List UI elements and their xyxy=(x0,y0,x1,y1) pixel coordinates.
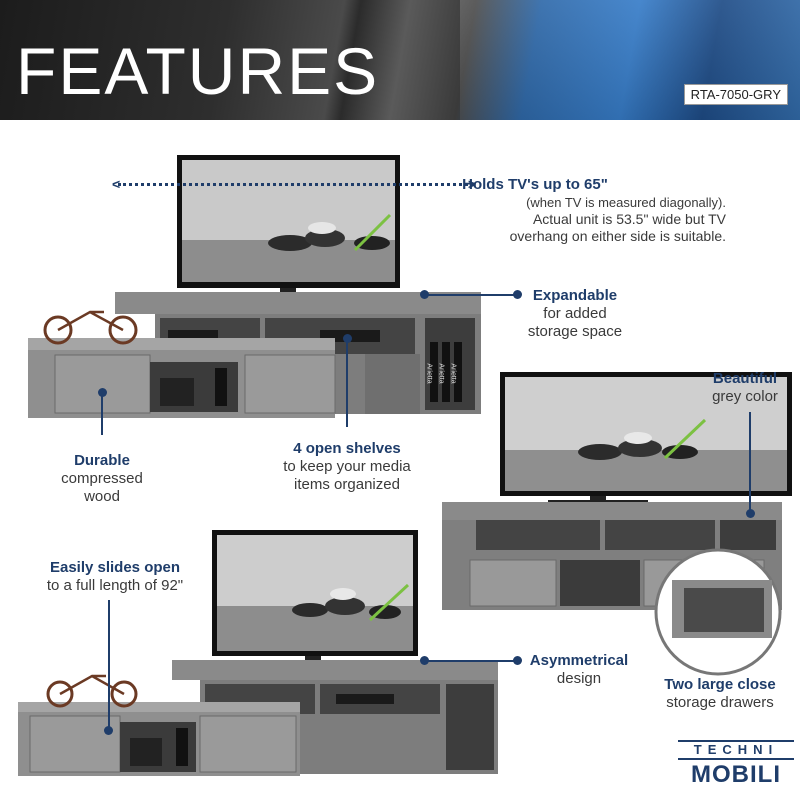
tv-width-dotted-arrow xyxy=(118,183,474,186)
slides-line1: to a full length of 92" xyxy=(46,577,184,594)
slides-heading: Easily slides open xyxy=(49,559,181,576)
shelves-line1: to keep your media xyxy=(283,458,411,475)
book-spine: Arietta xyxy=(437,363,445,384)
expandable-line1: for added xyxy=(543,305,607,322)
book-spine: Arietta xyxy=(425,363,433,384)
drawers-heading: Two large close xyxy=(664,676,776,693)
book-spine: Arietta xyxy=(449,363,457,384)
arrow-left-icon: < xyxy=(112,176,121,192)
shelves-line2: items organized xyxy=(294,476,400,493)
tv-size-heading: Holds TV's up to 65" xyxy=(462,176,608,193)
brand-logo-top: TECHNI xyxy=(678,740,794,760)
color-heading: Beautiful xyxy=(712,370,778,387)
durable-dot xyxy=(98,388,107,397)
color-line1: grey color xyxy=(712,388,778,405)
expandable-dot-end xyxy=(513,290,522,299)
expandable-callout: Expandable for added storage space xyxy=(505,287,645,341)
color-callout: Beautiful grey color xyxy=(690,370,800,406)
brand-logo: TECHNI MOBILI xyxy=(678,740,794,794)
asymmetrical-callout: Asymmetrical design xyxy=(514,652,644,688)
sku-label: RTA-7050-GRY xyxy=(683,84,788,105)
color-dot xyxy=(746,509,755,518)
expandable-heading: Expandable xyxy=(532,287,618,304)
book-spines-top: Arietta Arietta Arietta xyxy=(426,348,471,404)
drawers-line1: storage drawers xyxy=(666,694,774,711)
asymmetrical-dot xyxy=(420,656,429,665)
durable-heading: Durable xyxy=(74,452,130,469)
stand-top-slab xyxy=(115,292,481,314)
durable-line1: compressed xyxy=(61,470,143,487)
asymmetrical-line xyxy=(428,660,516,662)
arrow-right-icon: > xyxy=(468,176,477,192)
asymmetrical-line1: design xyxy=(556,670,602,687)
expandable-line xyxy=(428,294,516,296)
tv-size-callout: Holds TV's up to 65" (when TV is measure… xyxy=(426,176,726,245)
asymmetrical-dot-end xyxy=(513,656,522,665)
color-line xyxy=(749,412,751,512)
slides-callout: Easily slides open to a full length of 9… xyxy=(20,559,210,595)
tv-size-line1: (when TV is measured diagonally). xyxy=(526,195,726,210)
slides-line xyxy=(108,600,110,730)
durable-line2: wood xyxy=(84,488,120,505)
features-banner: FEATURES RTA-7050-GRY xyxy=(0,0,800,120)
shelves-callout: 4 open shelves to keep your media items … xyxy=(262,440,432,494)
shelves-dot xyxy=(343,334,352,343)
expandable-line2: storage space xyxy=(527,323,623,340)
tv-size-line2: Actual unit is 53.5" wide but TV xyxy=(532,211,726,227)
durable-line xyxy=(101,395,103,435)
expandable-dot xyxy=(420,290,429,299)
tv-size-line3: overhang on either side is suitable. xyxy=(509,228,726,244)
asymmetrical-heading: Asymmetrical xyxy=(529,652,629,669)
slides-dot xyxy=(104,726,113,735)
banner-title: FEATURES xyxy=(16,34,380,108)
durable-callout: Durable compressed wood xyxy=(40,452,164,506)
brand-logo-bottom: MOBILI xyxy=(691,761,781,788)
drawers-callout: Two large close storage drawers xyxy=(648,676,792,712)
shelves-heading: 4 open shelves xyxy=(293,440,401,457)
shelves-line xyxy=(346,341,348,427)
